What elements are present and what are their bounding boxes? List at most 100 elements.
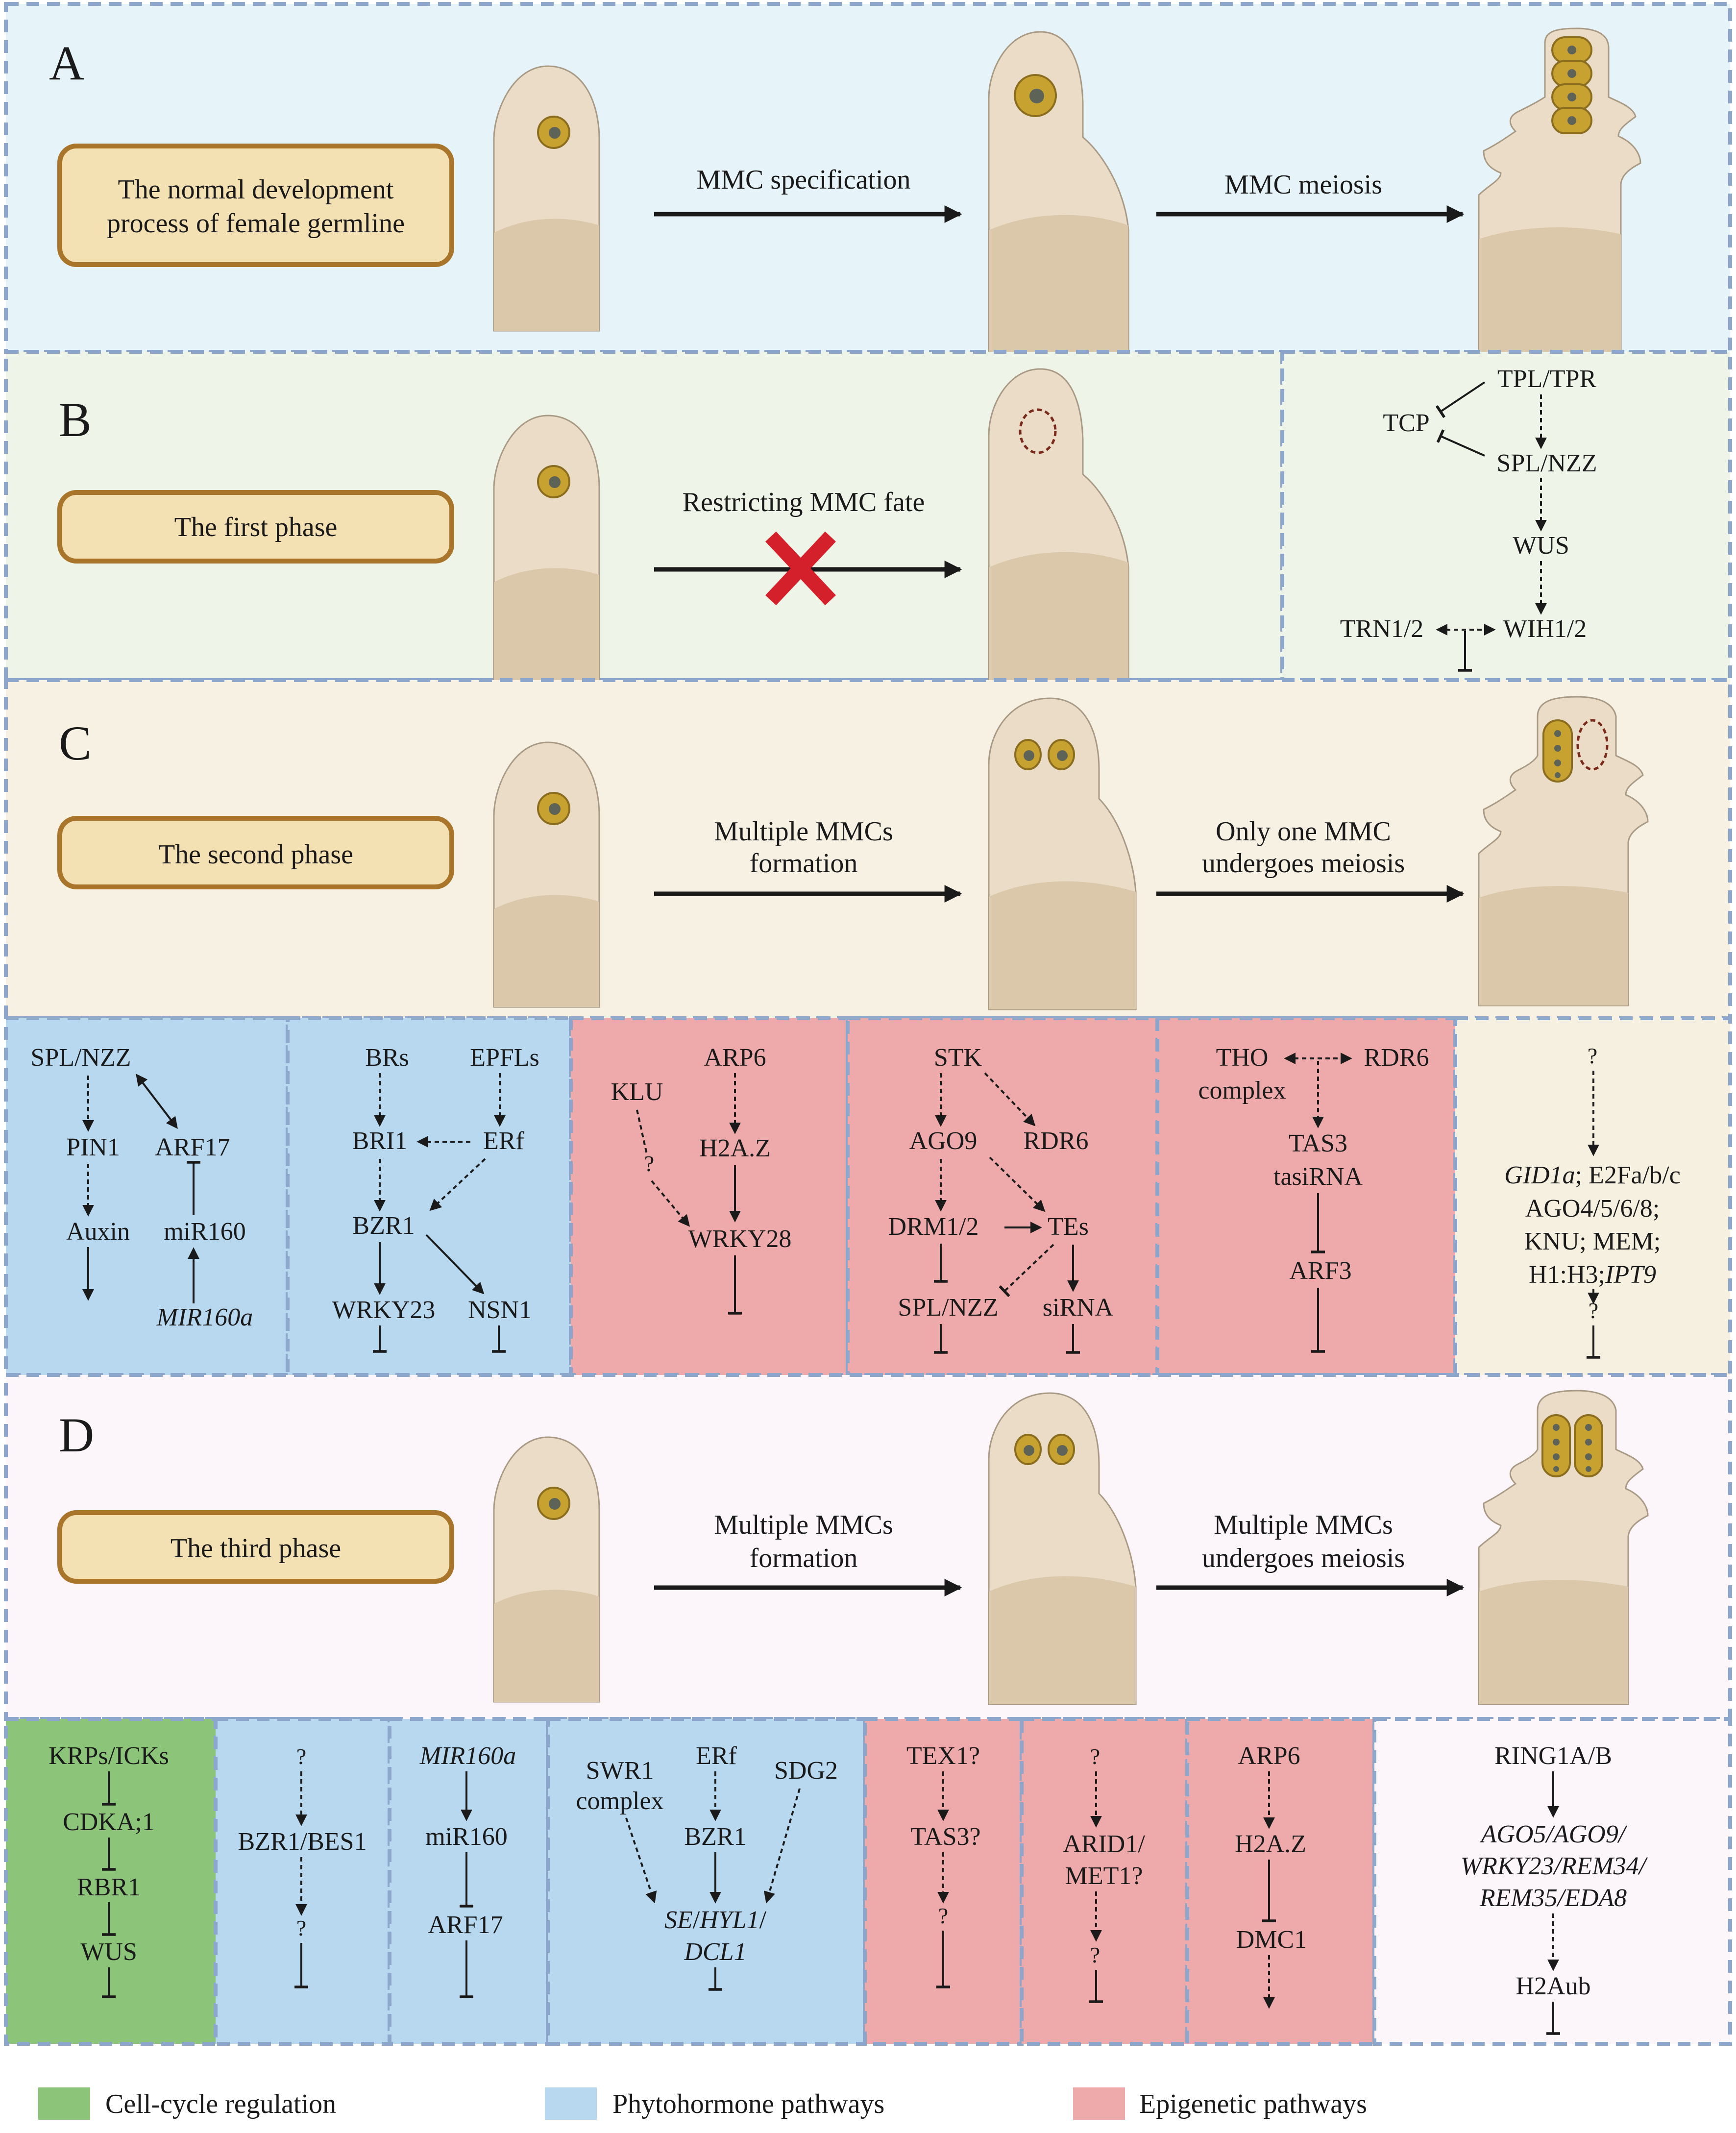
arrow-a2-label: MMC meiosis — [1224, 170, 1382, 200]
legend-swatch-phytohormone — [545, 2087, 597, 2120]
pathway-c4-bg — [846, 1016, 1159, 1377]
node-sdg2: SDG2 — [774, 1757, 838, 1785]
node-arid1: ARID1/ — [1063, 1830, 1145, 1858]
arrow-c1-label-1: Multiple MMCs — [714, 816, 893, 847]
node-pin1: PIN1 — [66, 1133, 120, 1161]
pathway-d3-bg — [388, 1717, 550, 2046]
stage-box-third-label: The third phase — [171, 1533, 341, 1564]
node-swr1-complex: complex — [576, 1787, 663, 1815]
edge-spl-tcp — [1436, 429, 1485, 457]
tetrad — [1551, 36, 1592, 134]
panel-a: A The normal development process of fema… — [4, 2, 1732, 356]
node-gene-list-4: H1:H3;IPT9 — [1529, 1261, 1656, 1289]
edge — [989, 1156, 1046, 1212]
node-stk: STK — [934, 1044, 982, 1072]
node-unknown-top: ? — [296, 1744, 306, 1769]
ovule-b-2 — [988, 368, 1129, 681]
meiotic-mmc — [1541, 1414, 1571, 1477]
node-rdr6: RDR6 — [1364, 1044, 1429, 1072]
node-dcl1: DCL1 — [684, 1938, 746, 1966]
node-brs: BRs — [365, 1044, 409, 1072]
node-krps-icks: KRPs/ICKs — [49, 1742, 169, 1770]
node-unknown-bottom: ? — [1090, 1942, 1100, 1967]
node-gene-list-1: GID1a; E2Fa/b/c — [1504, 1161, 1681, 1189]
node-tho: THO — [1216, 1044, 1269, 1072]
node-target-genes-3: REM35/EDA8 — [1479, 1884, 1627, 1912]
node-tex1: TEX1? — [906, 1742, 980, 1770]
panel-b-network-background — [1280, 350, 1732, 682]
panel-a-letter: A — [49, 36, 84, 90]
node-spl-nzz: SPL/NZZ — [30, 1044, 131, 1072]
node-gene-list-2: AGO4/5/6/8; — [1525, 1195, 1660, 1223]
stage-box-second-label: The second phase — [158, 839, 353, 870]
slash: / — [693, 1906, 700, 1934]
ovule-d-3 — [1478, 1390, 1649, 1705]
legend-label-phytohormone: Phytohormone pathways — [612, 2089, 884, 2119]
node-drm12: DRM1/2 — [888, 1213, 979, 1241]
pathway-c2-bg — [286, 1016, 573, 1377]
mmc-nucleus — [549, 476, 561, 488]
ovule-c-1 — [493, 741, 600, 1008]
node-arf17: ARF17 — [428, 1911, 503, 1939]
legend-swatch-cell-cycle — [38, 2087, 90, 2120]
node-target-genes-1: AGO5/AGO9/ — [1480, 1820, 1628, 1848]
pathway-d7-bg — [1185, 1717, 1376, 2046]
node-tas3: TAS3? — [910, 1823, 980, 1851]
degenerated-mmc-outline — [1576, 719, 1609, 771]
node-wus: WUS — [1513, 532, 1569, 560]
ovule-d-1 — [493, 1436, 600, 1703]
node-erf: ERf — [483, 1127, 524, 1155]
edge — [984, 1072, 1036, 1127]
node-h2az: H2A.Z — [699, 1134, 771, 1162]
node-h2aub: H2Aub — [1516, 1972, 1590, 2000]
node-klu: KLU — [611, 1078, 663, 1106]
gene-hyl1: HYL1 — [699, 1906, 759, 1934]
node-h2az: H2A.Z — [1235, 1830, 1306, 1858]
arrow-c2-label-1: Only one MMC — [1216, 816, 1391, 847]
mmc-nucleus — [1057, 1445, 1068, 1456]
node-gene-list-3: KNU; MEM; — [1524, 1227, 1661, 1255]
arrow-d1-label-1: Multiple MMCs — [714, 1510, 893, 1540]
mmc-nucleus — [1057, 750, 1068, 761]
arrow-d1-label-2: formation — [750, 1543, 858, 1573]
node-swr1: SWR1 — [586, 1757, 654, 1785]
gene-e2f: ; E2Fa/b/c — [1575, 1161, 1681, 1189]
edge — [136, 1074, 178, 1129]
node-tes: TEs — [1048, 1213, 1089, 1241]
edge — [651, 1180, 690, 1227]
meiotic-mmc — [1574, 1414, 1603, 1477]
node-tpl-tpr: TPL/TPR — [1497, 365, 1597, 393]
node-erf: ERf — [696, 1742, 737, 1770]
edge — [425, 1234, 485, 1295]
node-rbr1: RBR1 — [77, 1873, 141, 1901]
node-wrky28: WRKY28 — [688, 1225, 792, 1253]
node-mir160: miR160 — [425, 1823, 508, 1851]
node-mir160: miR160 — [164, 1218, 246, 1246]
stage-box-third — [57, 1510, 454, 1584]
node-rdr6: RDR6 — [1024, 1127, 1089, 1155]
arrow-c2-label-2: undergoes meiosis — [1202, 848, 1405, 879]
node-tasirna: tasiRNA — [1273, 1163, 1363, 1191]
arrow-d2-label-1: Multiple MMCs — [1214, 1510, 1393, 1540]
mmc-nucleus — [1024, 750, 1034, 761]
node-nsn1: NSN1 — [468, 1296, 532, 1324]
node-bzr1: BZR1 — [684, 1823, 746, 1851]
node-wrky23: WRKY23 — [332, 1296, 436, 1324]
node-arp6: ARP6 — [1238, 1742, 1300, 1770]
node-sirna: siRNA — [1043, 1294, 1114, 1322]
pathway-c5-bg — [1155, 1016, 1457, 1377]
legend-label-epigenetic: Epigenetic pathways — [1139, 2089, 1367, 2119]
pathway-c3-bg — [569, 1016, 850, 1377]
ovule-a-1 — [493, 65, 600, 332]
node-wih: WIH1/2 — [1503, 615, 1587, 643]
pathway-d4-bg — [546, 1717, 867, 2046]
node-met1: MET1? — [1065, 1862, 1143, 1890]
network-b: TPL/TPR TCP SPL/NZZ WUS TRN1/2 WIH1/2 — [1340, 365, 1597, 672]
panel-b-letter: B — [59, 392, 92, 447]
node-unknown: ? — [938, 1903, 948, 1928]
stage-box-normal — [57, 144, 454, 267]
ovule-c-2 — [988, 697, 1137, 1010]
node-spl-nzz: SPL/NZZ — [1496, 449, 1597, 477]
node-cdka1: CDKA;1 — [63, 1808, 155, 1836]
